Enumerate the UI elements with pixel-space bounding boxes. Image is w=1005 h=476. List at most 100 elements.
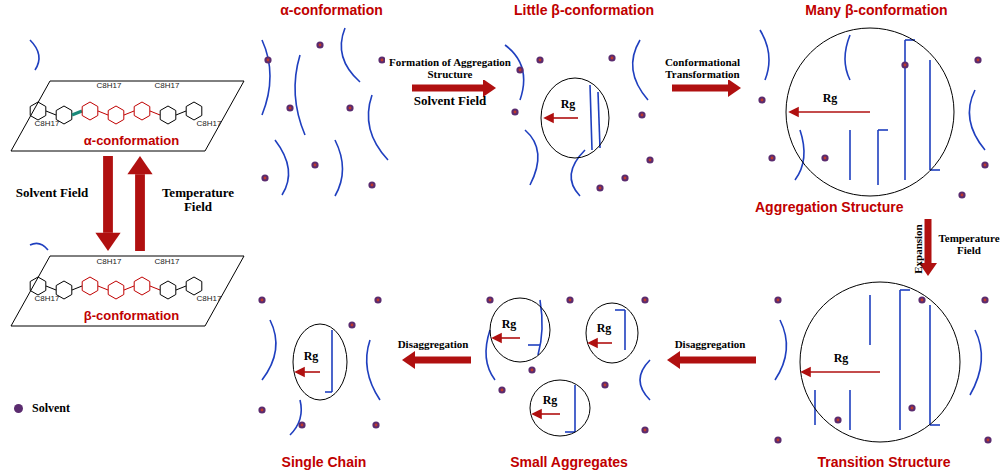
ring bbox=[134, 277, 150, 295]
ring bbox=[160, 106, 176, 124]
solvent-dot-core bbox=[624, 177, 627, 180]
edge-label: Temperature Field bbox=[152, 186, 244, 215]
side-chain-label: C8H17 bbox=[192, 295, 226, 304]
solvent-dot-core bbox=[264, 177, 267, 180]
solvent-dot-core bbox=[644, 429, 647, 432]
radius-label: Rg bbox=[553, 98, 583, 111]
solvent-dot bbox=[758, 96, 765, 103]
solvent-dot bbox=[768, 154, 775, 161]
arrow-shaft bbox=[103, 156, 113, 233]
ring-bond bbox=[150, 286, 160, 290]
ring-bond bbox=[124, 111, 134, 115]
arrow-shaft bbox=[680, 357, 756, 364]
solvent-dot-core bbox=[261, 299, 264, 302]
radius-arrowhead bbox=[493, 334, 501, 342]
solvent-dot bbox=[608, 54, 615, 61]
stage-title: Transition Structure bbox=[760, 454, 1005, 470]
radius-arrowhead bbox=[533, 410, 541, 418]
solvent-dot bbox=[528, 366, 535, 373]
solvent-dot-core bbox=[837, 419, 840, 422]
arrow-shaft bbox=[415, 357, 471, 364]
solvent-dot bbox=[908, 404, 915, 411]
solvent-dot-core bbox=[289, 107, 292, 110]
side-chain-label: C8H17 bbox=[150, 82, 184, 91]
radius-label: Rg bbox=[826, 352, 856, 365]
solvent-dot-core bbox=[539, 59, 542, 62]
solvent-dot-core bbox=[371, 184, 374, 187]
stage-panel: Small Aggregates bbox=[475, 280, 663, 472]
solvent-dot bbox=[834, 416, 841, 423]
radius-arrow bbox=[551, 117, 578, 119]
solvent-dot bbox=[346, 104, 353, 111]
ring bbox=[108, 281, 124, 299]
solvent-dot-core bbox=[771, 157, 774, 160]
solvent-dot bbox=[621, 174, 628, 181]
stage-title: Little β-conformation bbox=[500, 2, 668, 18]
side-chain-label: C8H17 bbox=[92, 82, 126, 91]
solvent-dot-core bbox=[977, 59, 980, 62]
ring-bond bbox=[176, 111, 186, 115]
arrowhead bbox=[728, 79, 741, 97]
stage-title: Single Chain bbox=[250, 454, 398, 470]
solvent-dot-core bbox=[261, 409, 264, 412]
solvent-dot bbox=[486, 296, 493, 303]
solvent-dot-core bbox=[599, 187, 602, 190]
flow-arrow bbox=[127, 156, 152, 251]
arrow-shaft bbox=[135, 174, 145, 251]
solvent-dot bbox=[774, 436, 781, 443]
edge-label: Solvent Field bbox=[8, 186, 96, 200]
solvent-dot bbox=[311, 161, 318, 168]
solvent-dot bbox=[261, 174, 268, 181]
stage-panel: Little β-conformation bbox=[500, 0, 668, 200]
solvent-dot-core bbox=[531, 369, 534, 372]
solvent-dot bbox=[641, 296, 648, 303]
solvent-dot-core bbox=[984, 299, 987, 302]
solvent-dot-core bbox=[777, 299, 780, 302]
ring bbox=[160, 281, 176, 299]
flow-arrow bbox=[95, 156, 120, 251]
stage-title: β-conformation bbox=[10, 308, 253, 323]
solvent-dot bbox=[264, 56, 271, 63]
solvent-dot-core bbox=[301, 424, 304, 427]
solvent-dot bbox=[918, 296, 925, 303]
solvent-dot-core bbox=[375, 424, 378, 427]
solvent-dot bbox=[974, 56, 981, 63]
arrow-shaft bbox=[412, 85, 483, 92]
solvent-dot-core bbox=[904, 64, 907, 67]
molecule-box: α-conformation bbox=[10, 80, 253, 152]
radius-label: Rg bbox=[496, 318, 522, 331]
edge-label: Disaggregation bbox=[383, 338, 483, 350]
radius-arrow bbox=[539, 413, 560, 415]
stage-panel: α-conformation bbox=[255, 0, 408, 200]
solvent-dot-core bbox=[489, 299, 492, 302]
solvent-dot-core bbox=[514, 111, 517, 114]
stage-subtitle: Aggregation Structure bbox=[755, 199, 904, 215]
ring-bond bbox=[72, 286, 82, 290]
flow-arrow bbox=[402, 351, 471, 369]
ring-bond bbox=[150, 111, 160, 115]
solvent-dot-core bbox=[319, 44, 322, 47]
solvent-dot bbox=[258, 406, 265, 413]
ring bbox=[30, 277, 46, 295]
radius-arrowhead bbox=[589, 339, 597, 347]
stage-panel: Many β-conformationAggregation Structure bbox=[745, 0, 1005, 215]
solvent-dot-core bbox=[984, 164, 987, 167]
arrowhead bbox=[402, 351, 415, 369]
radius-arrow bbox=[499, 337, 520, 339]
stage-title: Many β-conformation bbox=[745, 2, 1005, 18]
solvent-dot bbox=[646, 156, 653, 163]
solvent-dot bbox=[566, 296, 573, 303]
stage-panel: Transition Structure bbox=[760, 280, 1005, 472]
ring-bond bbox=[46, 286, 56, 290]
edge-label: Conformational Transformation bbox=[650, 56, 755, 80]
solvent-dot bbox=[981, 161, 988, 168]
ring bbox=[30, 102, 46, 120]
solvent-dot bbox=[372, 421, 379, 428]
side-chain-label: C8H17 bbox=[30, 120, 64, 129]
solvent-dot bbox=[601, 381, 608, 388]
ring bbox=[134, 102, 150, 120]
arrow-shaft bbox=[672, 85, 728, 92]
side-chain-label: C8H17 bbox=[30, 295, 64, 304]
stage-title: α-conformation bbox=[10, 133, 253, 148]
solvent-dot-core bbox=[644, 299, 647, 302]
